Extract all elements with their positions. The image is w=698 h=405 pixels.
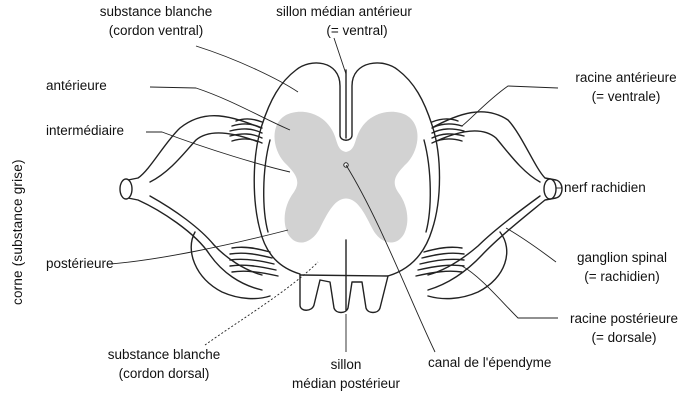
leader-ganglion [506, 228, 556, 262]
label-posterior-root: racine postérieure (= dorsale) [556, 309, 692, 347]
right-nerve-end [544, 179, 556, 199]
label-spinal-ganglion: ganglion spinal (= rachidien) [556, 248, 688, 286]
label-intermediate-zone: intermédiaire [46, 121, 124, 140]
label-anterior-median-sulcus: sillon médian antérieur (= ventral) [258, 2, 430, 40]
label-spinal-nerve: nerf rachidien [564, 178, 646, 197]
leader-anterior-root [462, 86, 558, 126]
left-nerve-end [120, 179, 132, 199]
leader-anterior-sulcus [334, 38, 346, 74]
label-dorsal-white-matter: substance blanche (cordon dorsal) [76, 345, 252, 383]
label-central-canal: canal de l'épendyme [428, 353, 551, 372]
label-anterior-root: racine antérieure (= ventrale) [560, 68, 692, 106]
label-horn-grey-matter: corne (substance grise) [10, 159, 25, 305]
label-ventral-white-matter: substance blanche (cordon ventral) [68, 2, 244, 40]
label-posterior-median-sulcus: sillon médian postérieur [276, 355, 416, 393]
label-anterior-horn: antérieure [46, 76, 107, 95]
label-posterior-horn: postérieure [46, 254, 114, 273]
right-anterior-rootlets [432, 119, 464, 143]
